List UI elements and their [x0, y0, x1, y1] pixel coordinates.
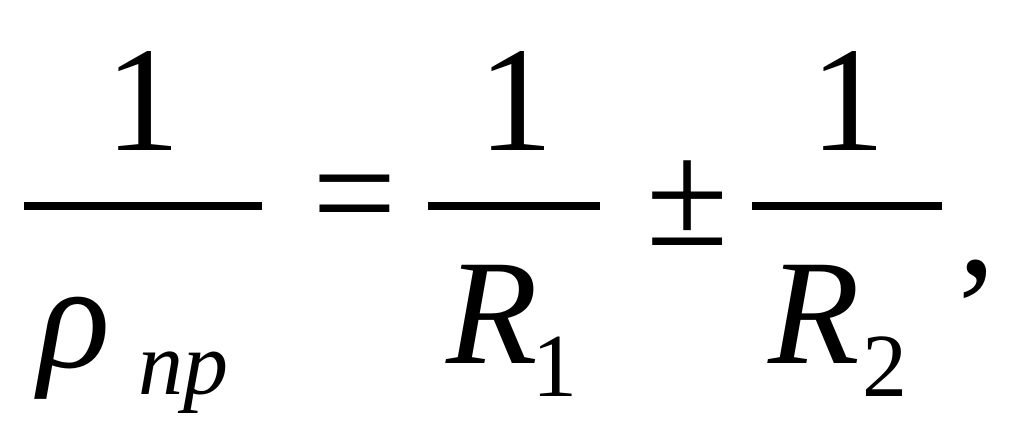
term1-numerator: 1: [478, 17, 553, 183]
lhs-denominator-subscript: np: [138, 315, 228, 414]
term1-denominator-subscript: 1: [532, 317, 577, 416]
lhs-numerator: 1: [105, 17, 180, 183]
term2-denominator-symbol: R: [768, 230, 860, 396]
lhs-fraction-bar: [24, 202, 262, 210]
trailing-comma: ,: [958, 142, 996, 308]
term2-fraction-bar: [752, 202, 942, 210]
term1-fraction-bar: [428, 202, 600, 210]
term2-denominator-subscript: 2: [862, 317, 907, 416]
lhs-denominator-symbol: ρ: [38, 234, 110, 400]
term1-denominator-symbol: R: [446, 230, 538, 396]
term2-numerator: 1: [810, 17, 885, 183]
plus-minus-sign: ±: [646, 112, 729, 278]
equals-sign: =: [312, 110, 397, 276]
